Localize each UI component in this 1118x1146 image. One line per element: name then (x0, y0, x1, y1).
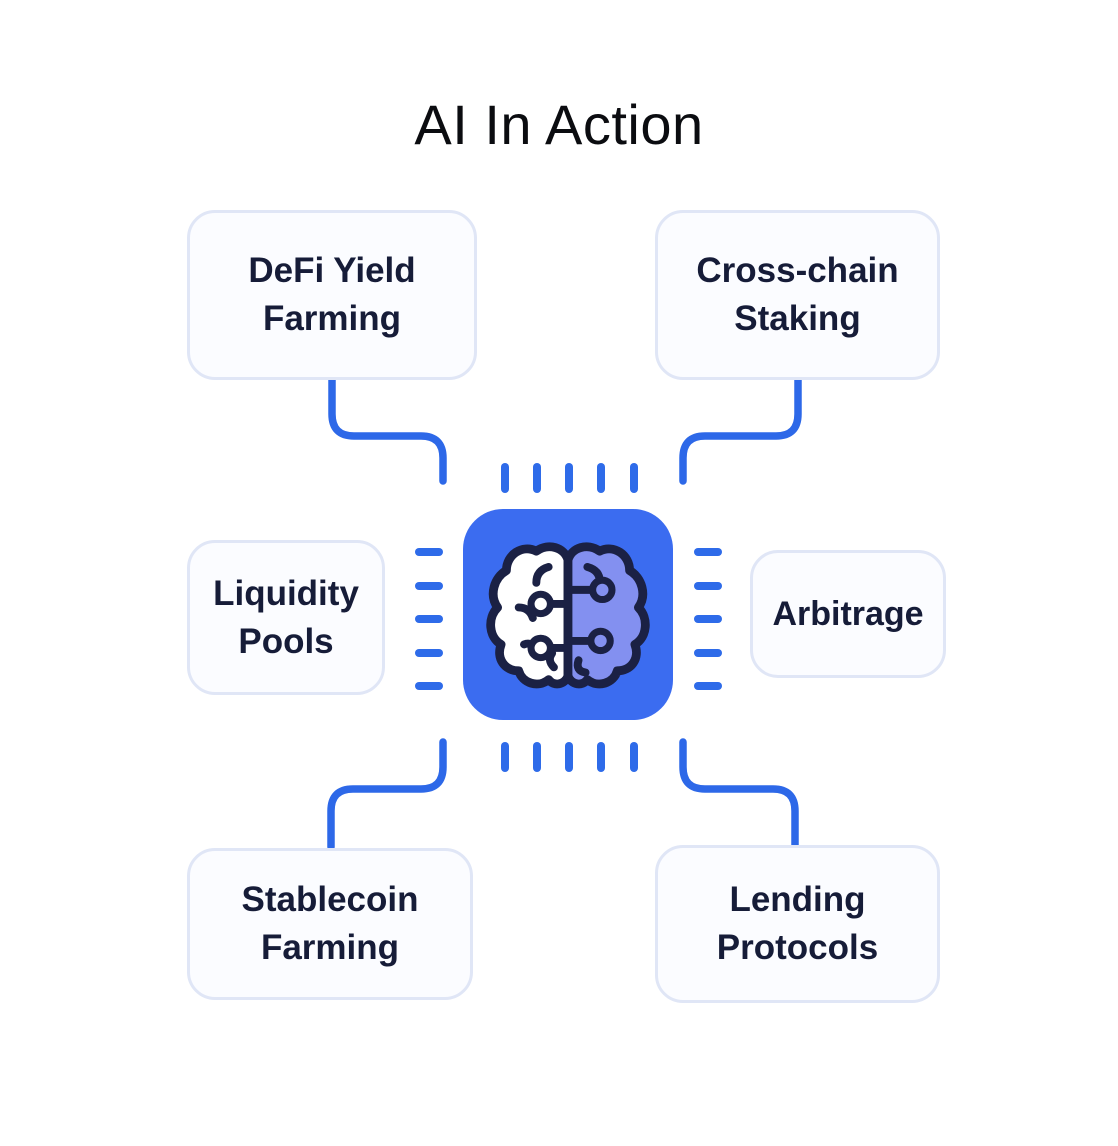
node-liquidity-pools: Liquidity Pools (187, 540, 385, 695)
node-label: Lending Protocols (716, 880, 879, 967)
connector-top-right (679, 375, 802, 485)
node-label: Cross-chain Staking (696, 251, 899, 338)
node-label: Stablecoin Farming (241, 880, 419, 967)
ai-brain-chip-icon (463, 509, 673, 720)
node-label: DeFi Yield Farming (248, 251, 416, 338)
connector-top-left (328, 375, 447, 485)
node-cross-chain-staking: Cross-chain Staking (655, 210, 940, 380)
page-title: AI In Action (414, 93, 704, 156)
node-stablecoin-farming: Stablecoin Farming (187, 848, 473, 1000)
node-lending-protocols: Lending Protocols (655, 845, 940, 1003)
node-arbitrage: Arbitrage (750, 550, 946, 678)
node-label: Arbitrage (772, 594, 924, 633)
node-defi-yield-farming: DeFi Yield Farming (187, 210, 477, 380)
node-label: Liquidity Pools (213, 573, 359, 661)
connector-bottom-left (327, 738, 447, 851)
connector-bottom-right (679, 738, 799, 851)
